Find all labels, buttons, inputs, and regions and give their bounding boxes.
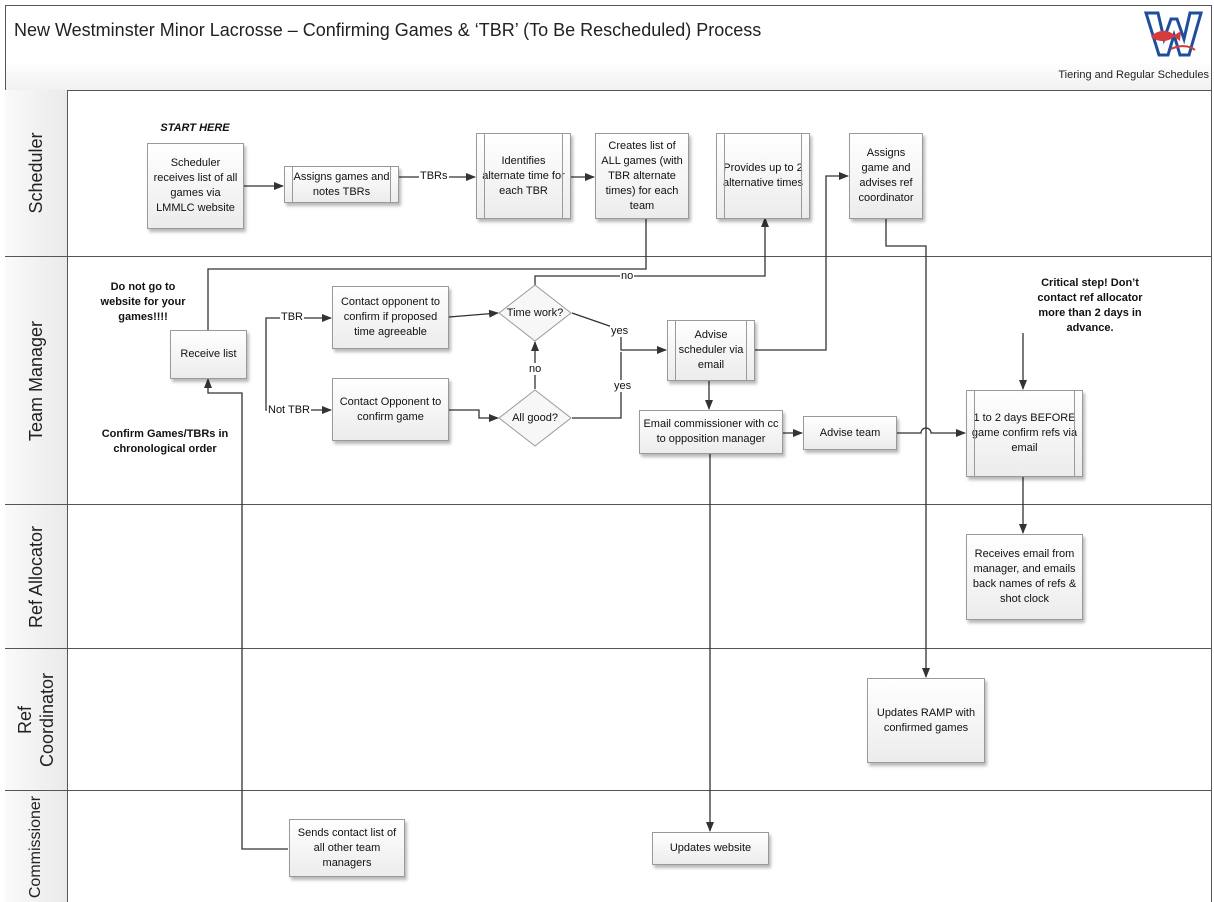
email-commissioner-box: Email commissioner with cc to opposition…	[639, 410, 783, 454]
advise-team-box: Advise team	[803, 416, 897, 450]
decision-diamond-icon	[498, 389, 572, 447]
lane-header: Scheduler	[5, 90, 68, 256]
lane-ref-coordinator: Ref Coordinator	[5, 649, 1212, 791]
lane-commissioner: Commissioner	[5, 791, 1212, 902]
updates-ramp-box: Updates RAMP with confirmed games	[867, 678, 985, 763]
start-here-note: START HERE	[160, 122, 230, 134]
order-note: Confirm Games/TBRs in chronological orde…	[101, 428, 229, 455]
edge-label-not-tbr: Not TBR	[267, 404, 311, 416]
lane-ref-allocator: Ref Allocator	[5, 505, 1212, 649]
lane-label: Commissioner	[27, 795, 44, 898]
contact-opponent-game-box: Contact Opponent to confirm game	[332, 378, 449, 441]
lane-header: Ref Coordinator	[5, 649, 68, 790]
lane-label: Ref Coordinator	[14, 672, 58, 766]
lane-label: Ref Allocator	[26, 525, 46, 628]
warning-note: Do not go to website for your games!!!!	[100, 281, 186, 323]
contact-opponent-tbr-box: Contact opponent to confirm if proposed …	[332, 286, 449, 349]
edge-label-no: no	[528, 363, 543, 375]
lane-header: Commissioner	[5, 791, 68, 902]
edge-label-tbrs: TBRs	[419, 170, 449, 182]
critical-note: Critical step! Don’t contact ref allocat…	[1037, 277, 1143, 334]
lane-header: Ref Allocator	[5, 505, 68, 648]
all-good-decision: All good?	[498, 389, 572, 447]
sends-contact-list-box: Sends contact list of all other team man…	[289, 819, 405, 877]
lane-label-line: Ref	[15, 705, 35, 734]
page-title: New Westminster Minor Lacrosse – Confirm…	[14, 20, 762, 40]
lane-label-line: Coordinator	[37, 672, 57, 767]
lane-team-manager: Team Manager	[5, 257, 1212, 505]
decision-diamond-icon	[498, 284, 572, 342]
edge-label-no: no	[620, 270, 635, 282]
time-work-decision: Time work?	[498, 284, 572, 342]
scheduler-receives-box: Scheduler receives list of all games via…	[147, 143, 244, 229]
advise-scheduler-box: Advise scheduler via email	[667, 320, 755, 381]
decision-label: All good?	[512, 411, 558, 424]
confirm-refs-box: 1 to 2 days BEFORE game confirm refs via…	[966, 390, 1083, 477]
edge-label-yes: yes	[610, 325, 630, 337]
identifies-alternate-box: Identifies alternate time for each TBR	[476, 133, 571, 219]
creates-list-box: Creates list of ALL games (with TBR alte…	[595, 133, 689, 219]
updates-website-box: Updates website	[652, 832, 769, 865]
assigns-advises-box: Assigns game and advises ref coordinator	[849, 133, 923, 219]
edge-label-yes: yes	[613, 380, 633, 392]
lane-label: Team Manager	[26, 320, 46, 441]
edge-label-tbr: TBR	[280, 311, 304, 323]
subtitle: Tiering and Regular Schedules	[1058, 69, 1209, 81]
club-logo-icon	[1143, 11, 1203, 57]
receive-list-box: Receive list	[170, 330, 247, 379]
lane-header: Team Manager	[5, 257, 68, 504]
subtitle-bar: Tiering and Regular Schedules	[5, 61, 1212, 91]
receives-email-box: Receives email from manager, and emails …	[966, 534, 1083, 620]
assigns-games-box: Assigns games and notes TBRs	[284, 166, 399, 203]
decision-label: Time work?	[506, 306, 564, 319]
provides-alternatives-box: Provides up to 2 alternative times	[716, 133, 810, 219]
title-bar: New Westminster Minor Lacrosse – Confirm…	[5, 5, 1212, 62]
lane-label: Scheduler	[26, 132, 46, 214]
